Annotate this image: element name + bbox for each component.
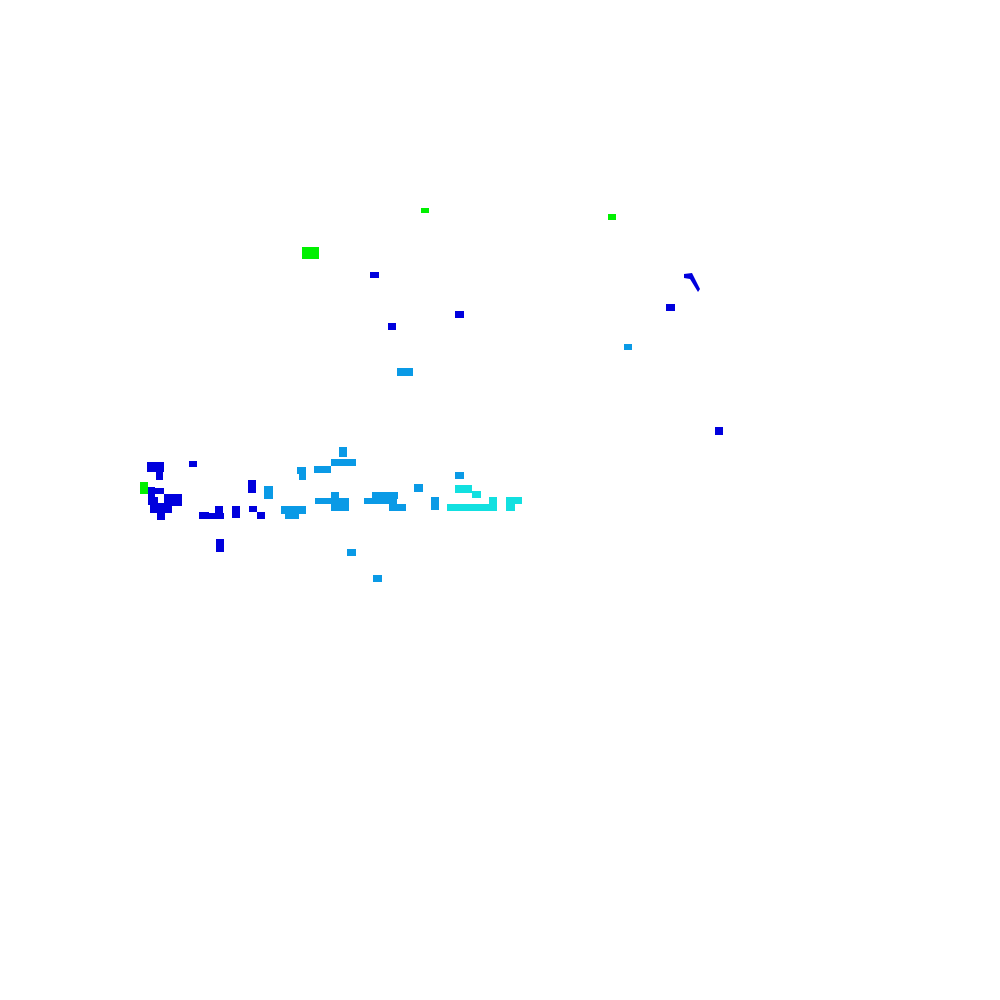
- sky-speckle: [372, 492, 398, 499]
- sky-speckle: [264, 486, 273, 499]
- blue-speckle: [189, 461, 197, 467]
- blue-speckle: [199, 512, 209, 519]
- blue-speckle: [157, 511, 165, 520]
- sky-speckle: [331, 492, 339, 499]
- green-speckle: [421, 208, 429, 213]
- blue-speckle: [388, 323, 396, 330]
- sky-speckle: [389, 504, 406, 511]
- sky-speckle: [455, 472, 464, 479]
- blue-speckle: [257, 512, 265, 519]
- blue-speckle: [156, 472, 163, 480]
- blue-arc-mark: [684, 273, 700, 292]
- sky-speckle: [431, 497, 439, 510]
- sky-speckle: [389, 498, 397, 506]
- sky-speckle: [331, 459, 356, 466]
- sky-speckle: [285, 512, 299, 519]
- blue-speckle: [248, 480, 256, 493]
- sky-speckle: [297, 467, 306, 474]
- sky-speckle: [414, 484, 423, 492]
- sky-speckle: [347, 549, 356, 556]
- blue-speckle: [455, 311, 464, 318]
- blue-speckle: [215, 506, 223, 514]
- green-speckle: [302, 247, 319, 259]
- sky-speckle: [314, 466, 331, 473]
- cyan-speckle: [472, 491, 481, 498]
- sky-speckle: [373, 575, 382, 582]
- green-speckle: [608, 214, 616, 220]
- cyan-speckle: [447, 504, 497, 511]
- blue-speckle: [148, 487, 155, 497]
- sky-speckle: [339, 447, 347, 457]
- blue-speckle: [147, 462, 164, 472]
- cyan-speckle: [506, 497, 522, 504]
- blue-speckle: [208, 513, 224, 519]
- blue-speckle: [216, 539, 224, 552]
- green-speckle: [140, 482, 148, 494]
- blue-speckle: [150, 503, 172, 513]
- sky-speckle: [315, 498, 332, 504]
- sky-speckle: [331, 498, 349, 511]
- blue-speckle: [155, 488, 164, 494]
- sky-speckle: [364, 498, 390, 504]
- blue-speckle: [666, 304, 675, 311]
- blue-speckle: [232, 506, 240, 518]
- blue-speckle: [715, 427, 723, 435]
- sky-speckle: [281, 506, 306, 514]
- blue-speckle: [249, 506, 257, 512]
- cyan-speckle: [489, 497, 497, 504]
- sky-speckle: [624, 344, 632, 350]
- blue-speckle: [148, 497, 158, 505]
- cyan-speckle: [506, 503, 515, 511]
- blue-speckle: [370, 272, 379, 278]
- sky-speckle: [299, 473, 306, 480]
- cyan-speckle: [455, 485, 472, 493]
- sky-speckle: [397, 368, 413, 376]
